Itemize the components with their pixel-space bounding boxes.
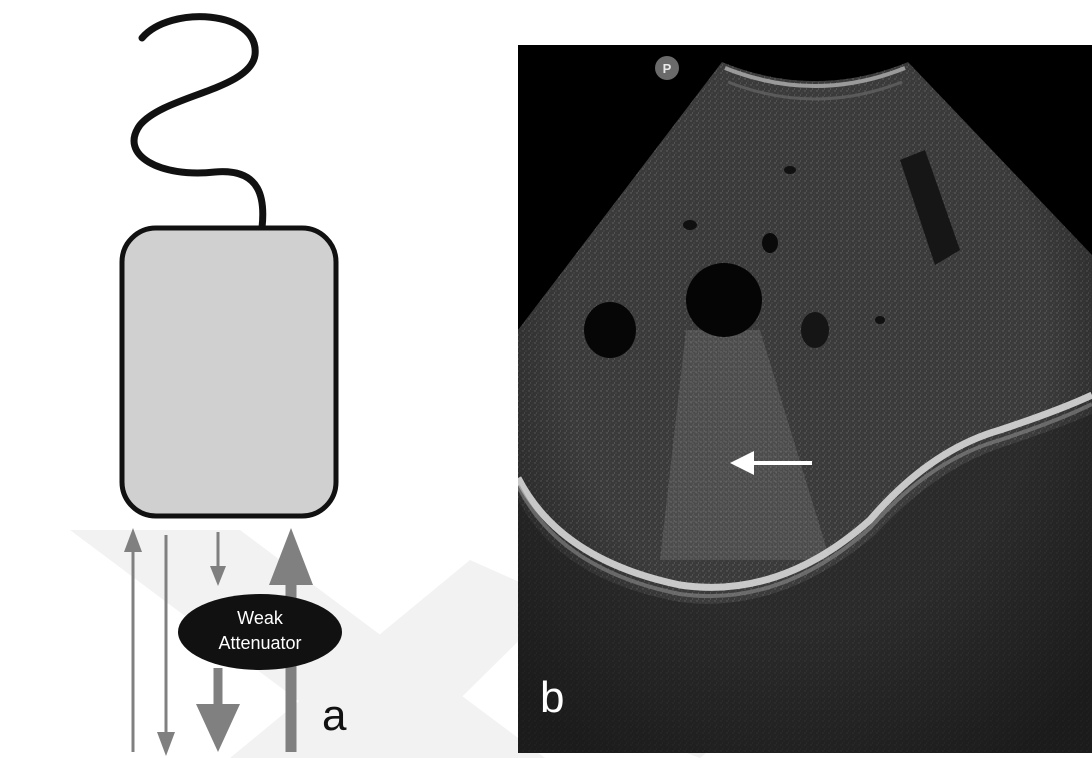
vessel-lumen-left: [584, 302, 636, 358]
panel-a: Weak Attenuator a: [122, 17, 347, 756]
probe-marker-label: P: [663, 61, 672, 76]
probe-cable: [134, 17, 263, 228]
attenuator-label-line1: Weak: [237, 608, 284, 628]
weak-attenuator: [178, 594, 342, 670]
cyst-lumen: [686, 263, 762, 337]
panel-a-label: a: [322, 691, 347, 740]
panel-b: P b: [518, 45, 1092, 753]
ultrasound-probe-icon: [122, 228, 336, 516]
attenuator-label-line2: Attenuator: [218, 633, 301, 653]
panel-b-label: b: [540, 673, 564, 722]
